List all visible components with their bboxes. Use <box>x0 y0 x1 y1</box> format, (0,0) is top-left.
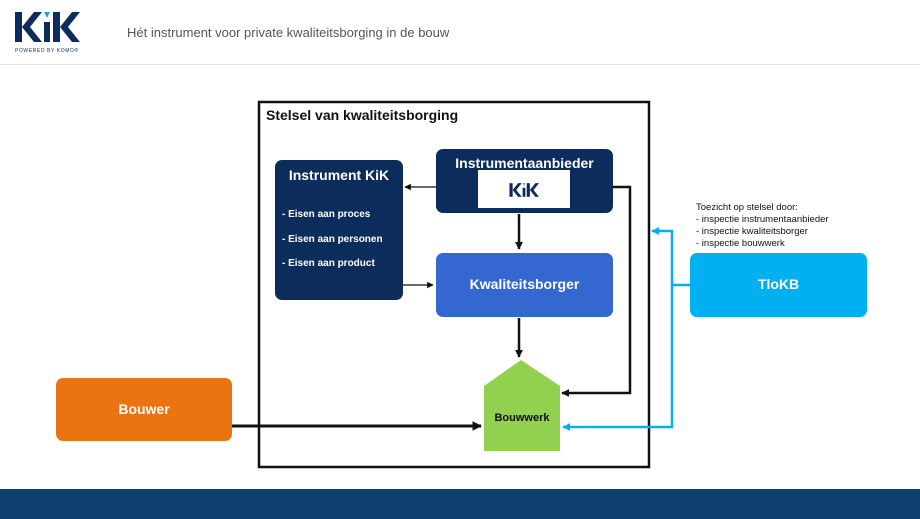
logo-subtitle: POWERED BY KOMO® <box>15 48 79 54</box>
arrow-tlokb-to-bouwwerk <box>562 285 674 432</box>
instrument-item-proces: - Eisen aan proces <box>282 209 371 220</box>
instrument-kik-box: Instrument KiK - Eisen aan proces - Eise… <box>275 160 403 300</box>
toezicht-item-bouwwerk: - inspectie bouwwerk <box>696 238 785 249</box>
arrow-tlokb-to-stelsel <box>651 226 690 287</box>
toezicht-item-borger: - inspectie kwaliteitsborger <box>696 226 808 237</box>
tlokb-title: TloKB <box>757 276 800 292</box>
bouwer-title: Bouwer <box>118 401 170 417</box>
bouwwerk-house-shape <box>484 360 560 451</box>
page-header: POWERED BY KOMO® Hét instrument voor pri… <box>0 0 920 65</box>
arrow-aanbieder-to-bouwwerk <box>561 185 632 398</box>
kwaliteitsborger-box: Kwaliteitsborger <box>436 253 613 317</box>
bouwer-box: Bouwer <box>56 378 232 441</box>
instrumentaanbieder-logo-box <box>478 170 570 208</box>
toezicht-heading: Toezicht op stelsel door: <box>696 202 798 213</box>
kik-logo-mark <box>15 12 80 42</box>
bouwwerk-title: Bouwwerk <box>494 412 550 424</box>
tlokb-box: TloKB <box>690 253 867 317</box>
page-title: Hét instrument voor private kwaliteitsbo… <box>127 25 450 40</box>
instrument-item-product: - Eisen aan product <box>282 258 375 269</box>
quality-assurance-diagram <box>232 100 690 469</box>
kik-logo: POWERED BY KOMO® <box>14 10 80 56</box>
instrument-item-personen: - Eisen aan personen <box>282 234 383 245</box>
footer-bar <box>0 489 920 519</box>
system-frame <box>257 100 651 469</box>
instrumentaanbieder-title: Instrumentaanbieder <box>455 155 594 171</box>
instrumentaanbieder-box: Instrumentaanbieder <box>436 149 613 213</box>
instrument-kik-title: Instrument KiK <box>288 167 390 183</box>
panel-title: Stelsel van kwaliteitsborging <box>266 107 459 123</box>
kik-small-logo <box>509 183 539 197</box>
toezicht-item-aanbieder: - inspectie instrumentaanbieder <box>696 214 829 225</box>
kwaliteitsborger-title: Kwaliteitsborger <box>469 276 580 292</box>
